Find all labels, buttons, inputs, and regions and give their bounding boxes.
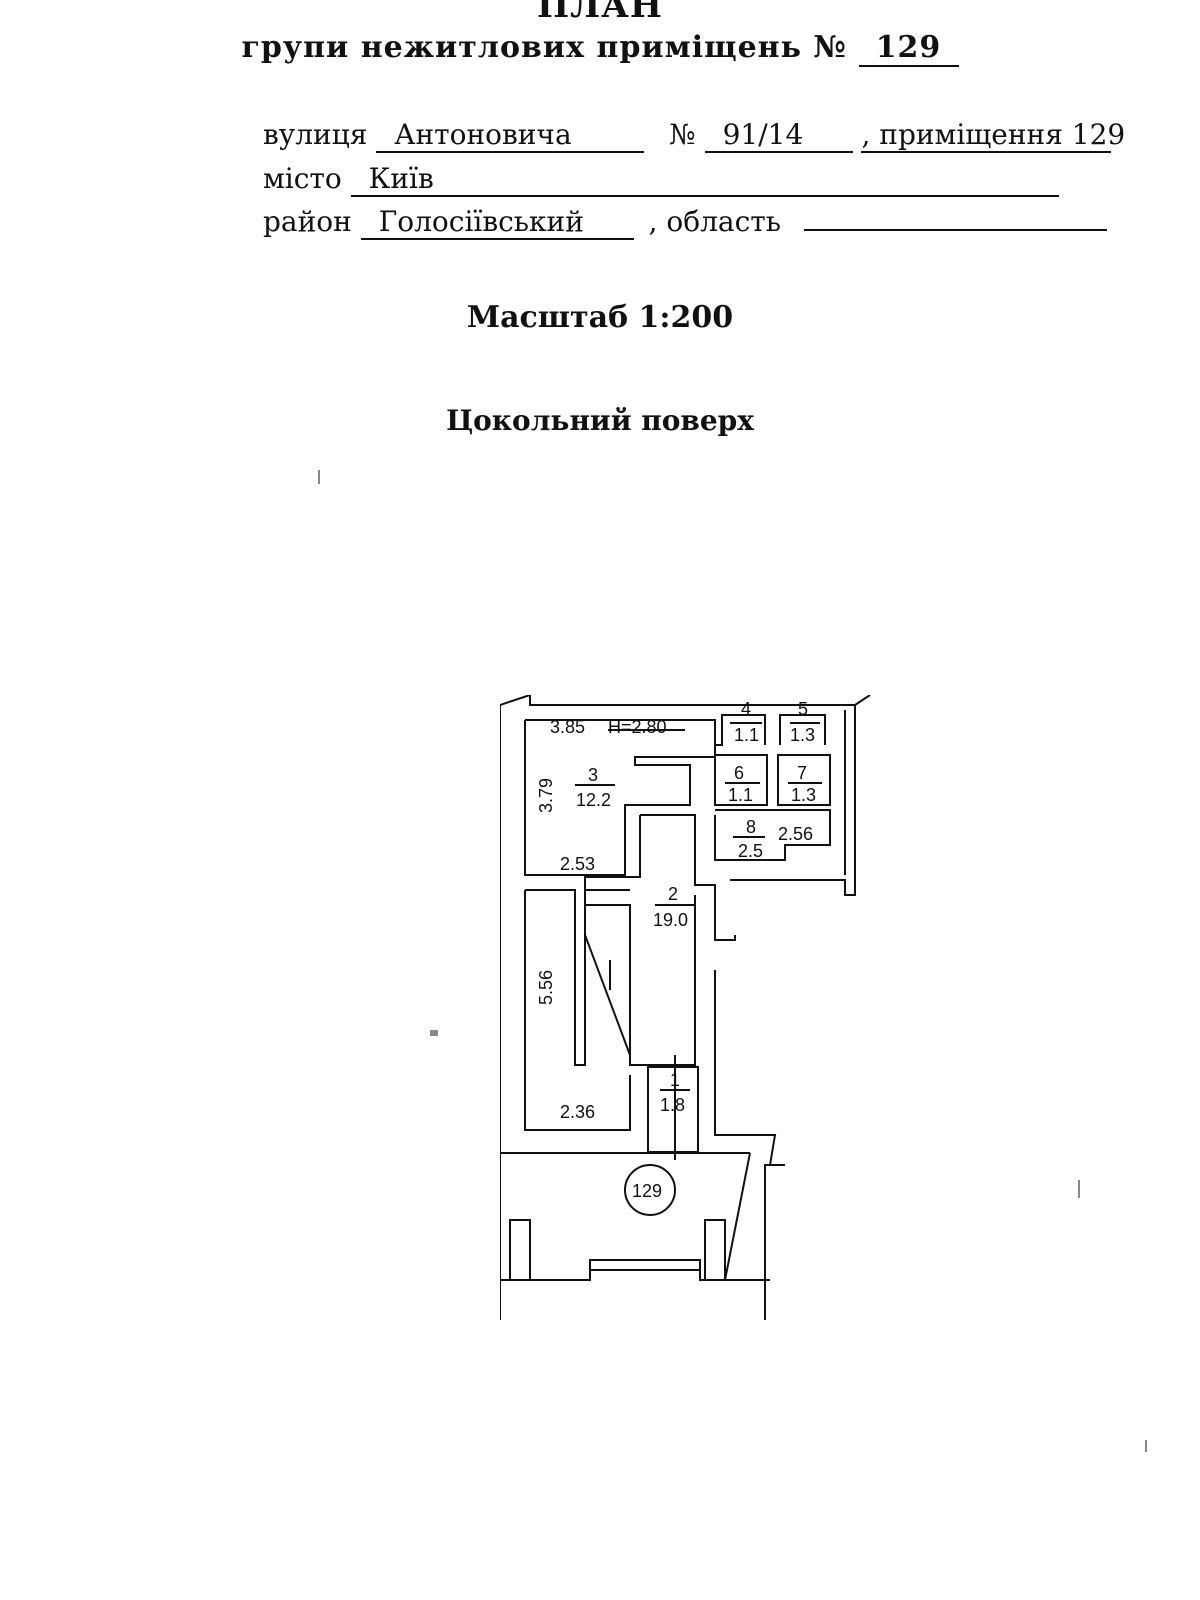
stairs-room-top [525, 889, 630, 1066]
group-number: 129 [858, 30, 959, 67]
dim-2-56: 2.56 [778, 824, 813, 844]
entrance-block [500, 1153, 770, 1281]
scan-speck [318, 470, 320, 484]
floor-plan: 3.85 H=2.80 2.53 2.56 2.36 3.79 5.56 3 1… [500, 695, 871, 1320]
room-6-outline [714, 754, 768, 806]
room-5-number: 5 [798, 699, 808, 719]
room-1-number: 1 [670, 1070, 680, 1090]
corridor-outline-top [640, 814, 736, 941]
street-row: вулиця Антоновича № 91/14 , приміщення 1… [263, 118, 1126, 153]
room-8-area: 2.5 [738, 841, 763, 861]
room-2-number: 2 [668, 884, 678, 904]
city-row: місто Київ [263, 162, 1059, 197]
room-4-number: 4 [741, 699, 751, 719]
dim-3-79: 3.79 [536, 778, 556, 813]
city-label: місто [263, 162, 342, 195]
entrance-pillar-right [704, 1219, 726, 1281]
dim-height: H=2.80 [608, 717, 667, 737]
room-7-number: 7 [797, 763, 807, 783]
dim-3-85: 3.85 [550, 717, 585, 737]
room-8-number: 8 [746, 817, 756, 837]
stairs-diagonal [584, 934, 631, 1056]
district-label: район [263, 205, 352, 238]
plan-title: ПЛАН [537, 0, 663, 26]
premises-text: , приміщення 129 [861, 118, 1126, 153]
corridor-outline-lower [714, 970, 777, 1166]
outer-wall-top [500, 695, 871, 896]
region-value [803, 229, 1107, 231]
outer-wall-left [500, 705, 785, 1320]
district-value: Голосіївський [360, 205, 634, 240]
region-label: , область [648, 205, 782, 238]
room-1-area: 1.8 [660, 1095, 685, 1115]
entrance-pillar-left [509, 1219, 531, 1281]
number-value: 91/14 [704, 118, 853, 153]
stairs-room-outline [524, 890, 631, 1131]
room-5-area: 1.3 [790, 725, 815, 745]
scan-speck [1078, 1180, 1080, 1198]
room-7-outline [777, 754, 831, 806]
street-label: вулиця [263, 118, 368, 151]
scale-label: Масштаб 1:200 [466, 300, 734, 335]
district-row: район Голосіївський , область [263, 205, 1107, 240]
plan-walls [500, 695, 871, 1320]
subtitle-prefix: групи нежитлових приміщень № [241, 30, 848, 65]
floor-label: Цокольний поверх [446, 404, 754, 437]
number-label: № [669, 118, 696, 151]
room-4-area: 1.1 [734, 725, 759, 745]
dim-2-36: 2.36 [560, 1102, 595, 1122]
group-marker-number: 129 [632, 1181, 662, 1201]
room-5-outline [779, 714, 826, 745]
room-6-number: 6 [734, 763, 744, 783]
street-value: Антоновича [376, 118, 645, 153]
room-3-area: 12.2 [576, 790, 611, 810]
city-value: Київ [350, 162, 1059, 197]
room-2-area: 19.0 [653, 910, 688, 930]
room-8-outline [714, 809, 831, 861]
lower-diagonal [724, 1152, 751, 1281]
room-6-area: 1.1 [728, 785, 753, 805]
room-4-outline [714, 714, 766, 746]
dim-2-53: 2.53 [560, 854, 595, 874]
room-7-area: 1.3 [791, 785, 816, 805]
corridor-outline-right [645, 895, 696, 1066]
dim-5-56: 5.56 [536, 970, 556, 1005]
plan-subtitle: групи нежитлових приміщень № 129 [0, 30, 1200, 67]
corridor-outline-left [584, 815, 645, 1066]
group-marker-circle [624, 1164, 676, 1216]
scan-speck [1145, 1440, 1147, 1452]
scan-speck [430, 1030, 438, 1036]
room-3-number: 3 [588, 765, 598, 785]
